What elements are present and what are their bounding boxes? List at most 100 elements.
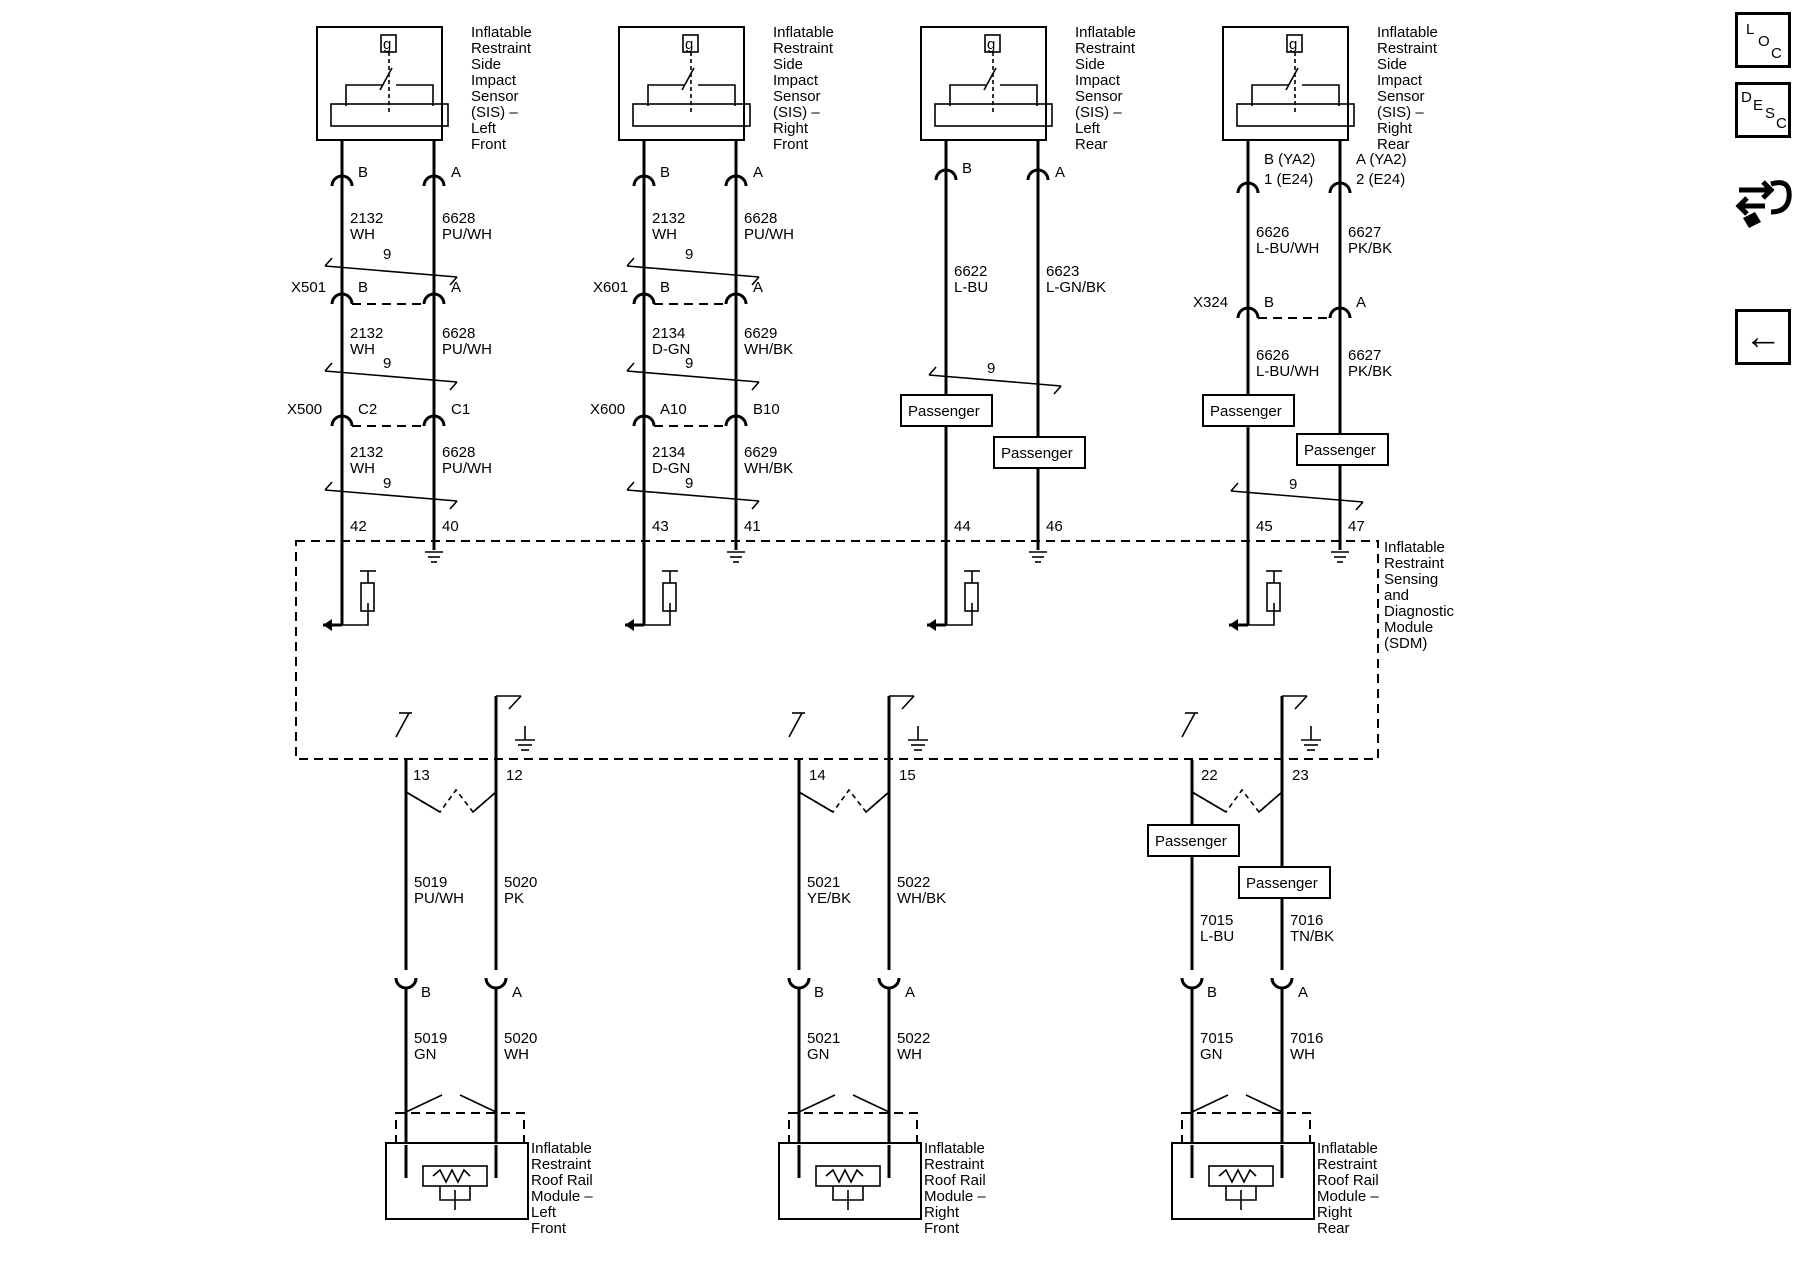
- svg-text:A: A: [753, 164, 763, 181]
- svg-text:Roof Rail: Roof Rail: [1317, 1172, 1379, 1189]
- sis-right-front-sensor: [618, 26, 745, 141]
- svg-text:A: A: [905, 984, 915, 1001]
- connector-x501: X501 B A: [291, 279, 461, 305]
- svg-text:Sensing: Sensing: [1384, 571, 1438, 588]
- svg-text:Inflatable: Inflatable: [471, 24, 532, 41]
- description-button[interactable]: D E S C: [1735, 82, 1791, 138]
- svg-text:9: 9: [383, 355, 391, 372]
- sis-left-rear-sensor: [920, 26, 1047, 141]
- svg-text:Passenger: Passenger: [908, 403, 980, 420]
- svg-text:Side: Side: [773, 56, 803, 73]
- roof-rail-left-front-module: [385, 1142, 529, 1220]
- svg-text:12: 12: [506, 767, 523, 784]
- svg-text:Restraint: Restraint: [1377, 40, 1438, 57]
- roof-rail-right-front-label: Inflatable Restraint Roof Rail Module – …: [924, 1140, 986, 1237]
- svg-text:(SIS) –: (SIS) –: [471, 104, 518, 121]
- roof-rail-left-front-circuit: 13 12 5019 PU/WH 5020 PK B A 5019 GN 502…: [385, 695, 593, 1237]
- svg-text:A: A: [753, 279, 763, 296]
- svg-text:22: 22: [1201, 767, 1218, 784]
- svg-text:PK: PK: [504, 890, 524, 907]
- svg-text:WH/BK: WH/BK: [897, 890, 946, 907]
- svg-text:L-BU/WH: L-BU/WH: [1256, 240, 1319, 257]
- svg-text:g: g: [987, 36, 995, 53]
- svg-text:Restraint: Restraint: [531, 1156, 592, 1173]
- svg-text:Roof Rail: Roof Rail: [924, 1172, 986, 1189]
- svg-text:6629: 6629: [744, 325, 777, 342]
- location-button[interactable]: L O C: [1735, 12, 1791, 68]
- svg-text:A: A: [1298, 984, 1308, 1001]
- svg-text:Right: Right: [924, 1204, 960, 1221]
- svg-text:Sensor: Sensor: [1075, 88, 1123, 105]
- svg-text:GN: GN: [807, 1046, 830, 1063]
- svg-text:A: A: [1356, 294, 1366, 311]
- ground-symbol: [727, 551, 745, 563]
- svg-text:(SIS) –: (SIS) –: [1075, 104, 1122, 121]
- svg-text:X600: X600: [590, 401, 625, 418]
- svg-text:A: A: [451, 164, 461, 181]
- svg-text:47: 47: [1348, 518, 1365, 535]
- svg-text:2132: 2132: [350, 325, 383, 342]
- svg-text:Restraint: Restraint: [773, 40, 834, 57]
- svg-text:Passenger: Passenger: [1304, 442, 1376, 459]
- svg-text:Module –: Module –: [1317, 1188, 1379, 1205]
- svg-text:15: 15: [899, 767, 916, 784]
- svg-text:PU/WH: PU/WH: [442, 460, 492, 477]
- ground-symbol: [1029, 551, 1047, 563]
- svg-text:6627: 6627: [1348, 347, 1381, 364]
- sis-left-front-circuit: g Inflatable Restraint Side Impact Senso…: [287, 24, 532, 631]
- connector-swap-icon[interactable]: [1735, 172, 1795, 232]
- svg-text:TN/BK: TN/BK: [1290, 928, 1334, 945]
- nav-icon-bar: L O C D E S C ←: [1735, 12, 1795, 372]
- svg-text:Impact: Impact: [471, 72, 517, 89]
- svg-text:WH: WH: [897, 1046, 922, 1063]
- svg-text:WH: WH: [652, 226, 677, 243]
- sis-left-front-sensor: [316, 26, 443, 141]
- svg-text:9: 9: [987, 360, 995, 377]
- connector-x600: X600 A10 B10: [590, 401, 780, 427]
- svg-text:Sensor: Sensor: [471, 88, 519, 105]
- svg-text:Side: Side: [1075, 56, 1105, 73]
- desc-letter: E: [1753, 97, 1764, 114]
- svg-text:X601: X601: [593, 279, 628, 296]
- svg-text:PK/BK: PK/BK: [1348, 240, 1392, 257]
- passenger-tag: Passenger: [1147, 824, 1240, 857]
- svg-text:WH: WH: [504, 1046, 529, 1063]
- svg-text:2132: 2132: [350, 444, 383, 461]
- svg-text:Inflatable: Inflatable: [531, 1140, 592, 1157]
- connector-x500: X500 C2 C1: [287, 401, 470, 427]
- svg-text:Restraint: Restraint: [924, 1156, 985, 1173]
- svg-text:6623: 6623: [1046, 263, 1079, 280]
- svg-text:Right: Right: [773, 120, 809, 137]
- svg-text:D-GN: D-GN: [652, 341, 690, 358]
- svg-text:2134: 2134: [652, 325, 685, 342]
- svg-text:9: 9: [383, 475, 391, 492]
- svg-text:Impact: Impact: [1075, 72, 1121, 89]
- back-button[interactable]: ←: [1735, 309, 1791, 365]
- svg-text:WH/BK: WH/BK: [744, 460, 793, 477]
- svg-text:GN: GN: [414, 1046, 437, 1063]
- svg-text:Inflatable: Inflatable: [924, 1140, 985, 1157]
- svg-text:9: 9: [1289, 476, 1297, 493]
- svg-text:WH: WH: [350, 226, 375, 243]
- svg-text:23: 23: [1292, 767, 1309, 784]
- svg-text:L-GN/BK: L-GN/BK: [1046, 279, 1106, 296]
- svg-text:5022: 5022: [897, 874, 930, 891]
- svg-text:5019: 5019: [414, 874, 447, 891]
- passenger-tag: Passenger: [1202, 394, 1295, 427]
- svg-text:Rear: Rear: [1377, 136, 1410, 153]
- svg-text:6628: 6628: [442, 325, 475, 342]
- svg-text:X324: X324: [1193, 294, 1228, 311]
- svg-text:B (YA2): B (YA2): [1264, 151, 1315, 168]
- svg-text:PU/WH: PU/WH: [442, 341, 492, 358]
- svg-text:5019: 5019: [414, 1030, 447, 1047]
- svg-text:Restraint: Restraint: [471, 40, 532, 57]
- svg-text:Passenger: Passenger: [1155, 833, 1227, 850]
- sis-left-rear-label: Inflatable Restraint Side Impact Sensor …: [1075, 24, 1136, 153]
- svg-text:B: B: [814, 984, 824, 1001]
- loc-letter: O: [1758, 33, 1770, 50]
- sdm-label: Inflatable Restraint Sensing and Diagnos…: [1384, 539, 1455, 652]
- svg-text:(SIS) –: (SIS) –: [1377, 104, 1424, 121]
- svg-text:B10: B10: [753, 401, 780, 418]
- svg-text:B: B: [1207, 984, 1217, 1001]
- svg-text:2132: 2132: [652, 210, 685, 227]
